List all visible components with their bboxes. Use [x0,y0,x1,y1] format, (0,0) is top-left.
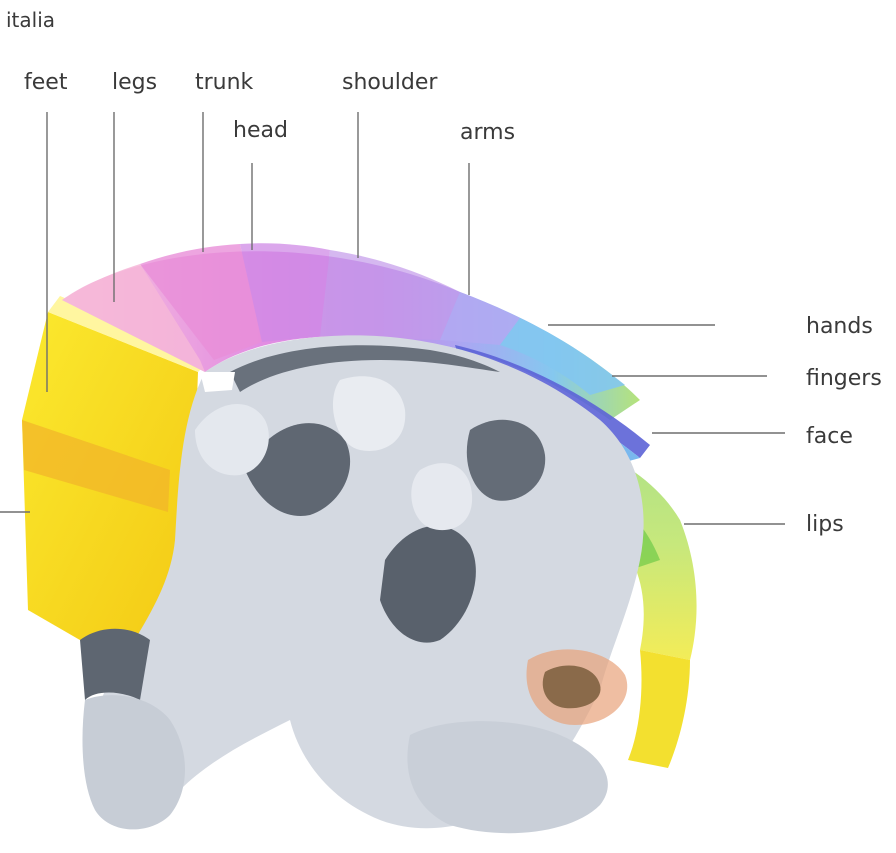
label-trunk: trunk [195,72,253,94]
tissue-bottom-right [407,721,607,833]
tissue-white-gap [200,372,235,392]
label-arms: arms [460,122,515,144]
label-shoulder: shoulder [342,72,437,94]
tissue-lower-shadow [80,629,150,700]
lips-region [628,650,690,768]
label-hands: hands [806,316,873,338]
tissue-ridge-3 [411,463,472,530]
label-fingers: fingers [806,368,882,390]
label-feet: feet [24,72,67,94]
label-lips: lips [806,514,844,536]
label-head: head [233,120,288,142]
label-legs: legs [112,72,157,94]
label-face: face [806,426,853,448]
shoulder-region [320,250,460,340]
label-genitalia: italia [6,10,55,30]
